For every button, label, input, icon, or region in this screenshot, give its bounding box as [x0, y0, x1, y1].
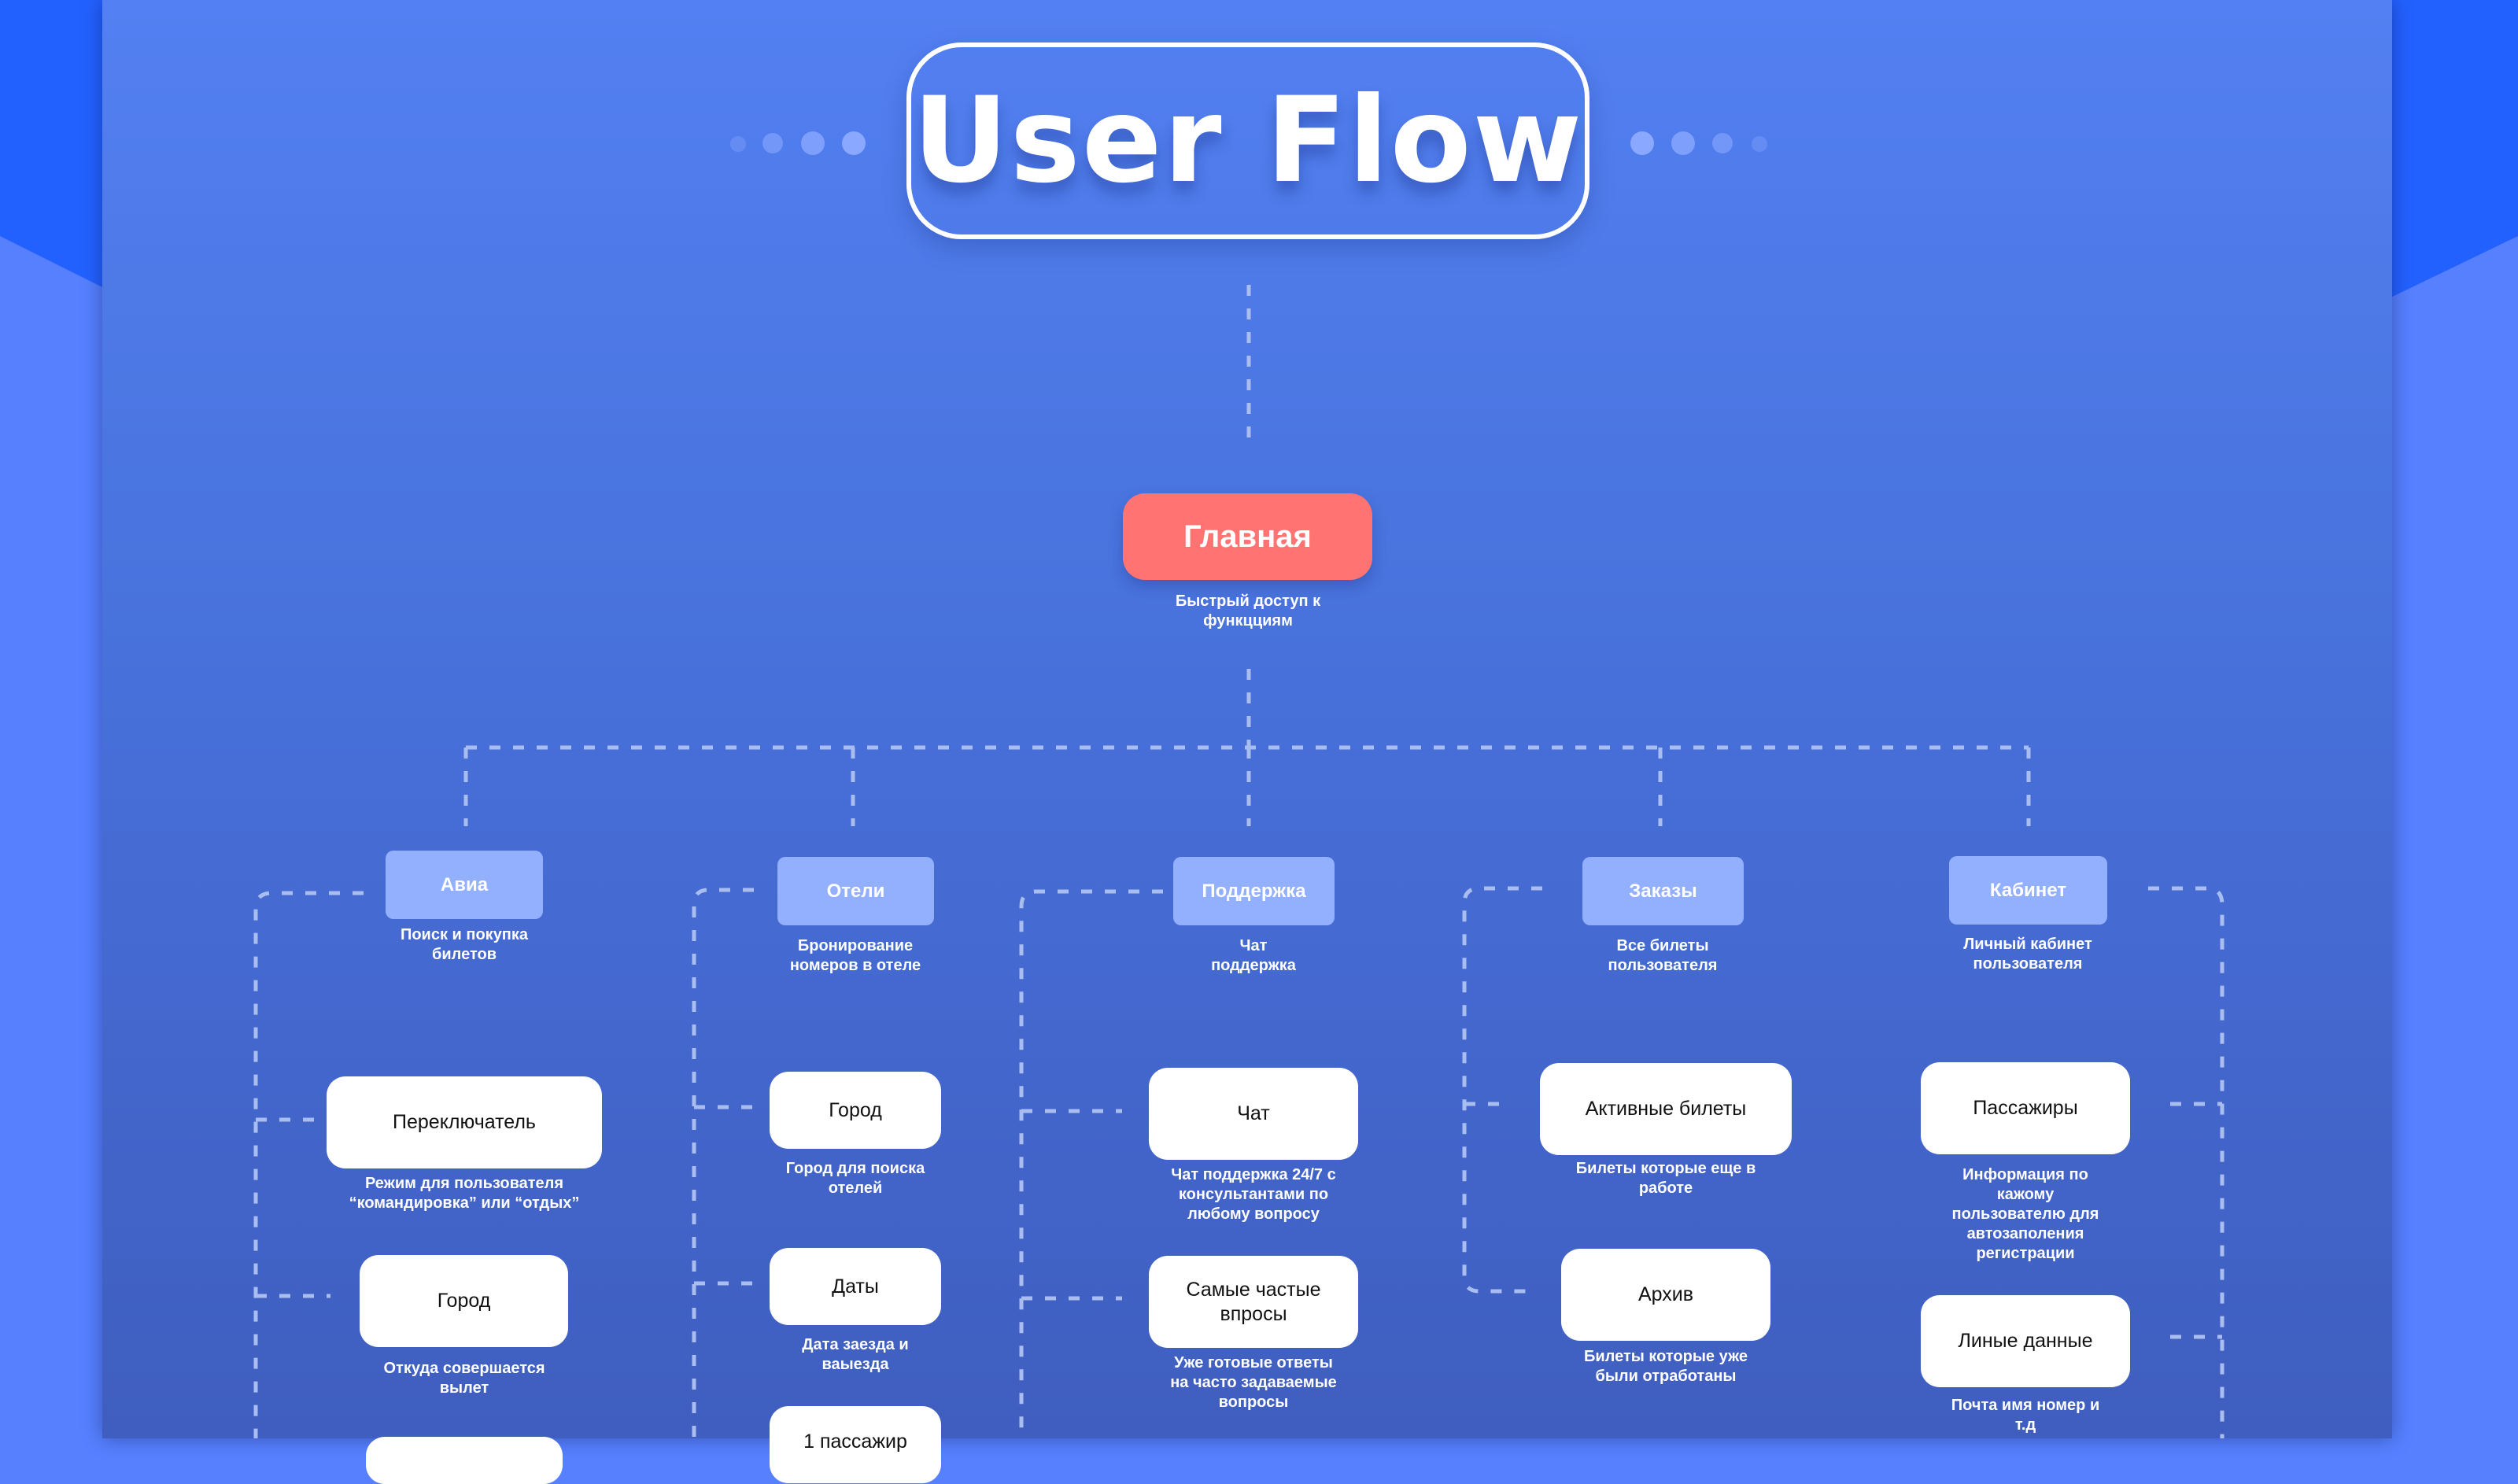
screen-node-description: Информация по кажому пользователю для ав… — [1951, 1166, 2099, 1262]
decor-dot — [842, 131, 866, 155]
screen-node-personal-data[interactable]: Линые данные — [1921, 1295, 2130, 1387]
category-description: Все билеты пользователя — [1608, 937, 1718, 974]
decor-dot — [1671, 131, 1695, 155]
screen-node-switcher[interactable]: Переключатель — [327, 1076, 602, 1168]
decor-dot — [801, 131, 825, 155]
screen-node-description: Билеты которые уже были отработаны — [1584, 1348, 1748, 1385]
screen-node-dates[interactable]: Даты — [770, 1248, 941, 1325]
screen-node-description: Уже готовые ответы на часто задаваемые в… — [1170, 1354, 1337, 1411]
category-node-support[interactable]: Поддержка — [1173, 857, 1335, 925]
screen-node-description: Режим для пользователя “командировка” ил… — [349, 1175, 580, 1212]
decor-dot — [1630, 131, 1654, 155]
category-node-hotels[interactable]: Отели — [777, 857, 934, 925]
screen-node-description: Почта имя номер и т.д — [1951, 1397, 2100, 1434]
category-description: Поиск и покупка билетов — [400, 926, 529, 963]
category-description: Чат поддержка — [1211, 937, 1296, 974]
title-frame: User Flow — [906, 42, 1589, 239]
category-description: Личный кабинет пользователя — [1963, 936, 2092, 973]
screen-node-active-tickets[interactable]: Активные билеты — [1540, 1063, 1792, 1155]
category-node-cabinet[interactable]: Кабинет — [1949, 856, 2107, 925]
root-node-main[interactable]: Главная — [1123, 493, 1372, 580]
background-left-panel — [0, 0, 110, 291]
decor-dot — [1712, 133, 1733, 153]
decor-dot — [1752, 136, 1767, 152]
root-node-description: Быстрый доступ к функцциям — [1175, 592, 1321, 629]
screen-node-archive[interactable]: Архив — [1561, 1249, 1770, 1341]
decor-dot — [730, 136, 746, 152]
page-title: User Flow — [912, 72, 1584, 209]
category-node-orders[interactable]: Заказы — [1582, 857, 1744, 925]
screen-node-description: Чат поддержка 24/7 с консультантами по л… — [1171, 1166, 1336, 1223]
screen-node-description: Дата заезда и ваыезда — [802, 1336, 909, 1373]
screen-node-city-hotels[interactable]: Город — [770, 1072, 941, 1149]
screen-node-partial[interactable] — [366, 1437, 563, 1484]
screen-node-city-from[interactable]: Город — [360, 1255, 568, 1347]
screen-node-description: Билеты которые еще в работе — [1575, 1160, 1756, 1197]
category-node-avia[interactable]: Авиа — [386, 851, 543, 919]
screen-node-passengers[interactable]: Пассажиры — [1921, 1062, 2130, 1154]
screen-node-chat[interactable]: Чат — [1149, 1068, 1358, 1160]
screen-node-description: Откуда совершается вылет — [383, 1360, 545, 1397]
screen-node-description: Город для поиска отелей — [785, 1160, 925, 1197]
screen-node-faq[interactable]: Самые частые впросы — [1149, 1256, 1358, 1348]
background-right-panel — [2384, 0, 2518, 301]
screen-node-passengers-count[interactable]: 1 пассажир — [770, 1406, 941, 1483]
category-description: Бронирование номеров в отеле — [789, 937, 921, 974]
decor-dot — [762, 133, 783, 153]
